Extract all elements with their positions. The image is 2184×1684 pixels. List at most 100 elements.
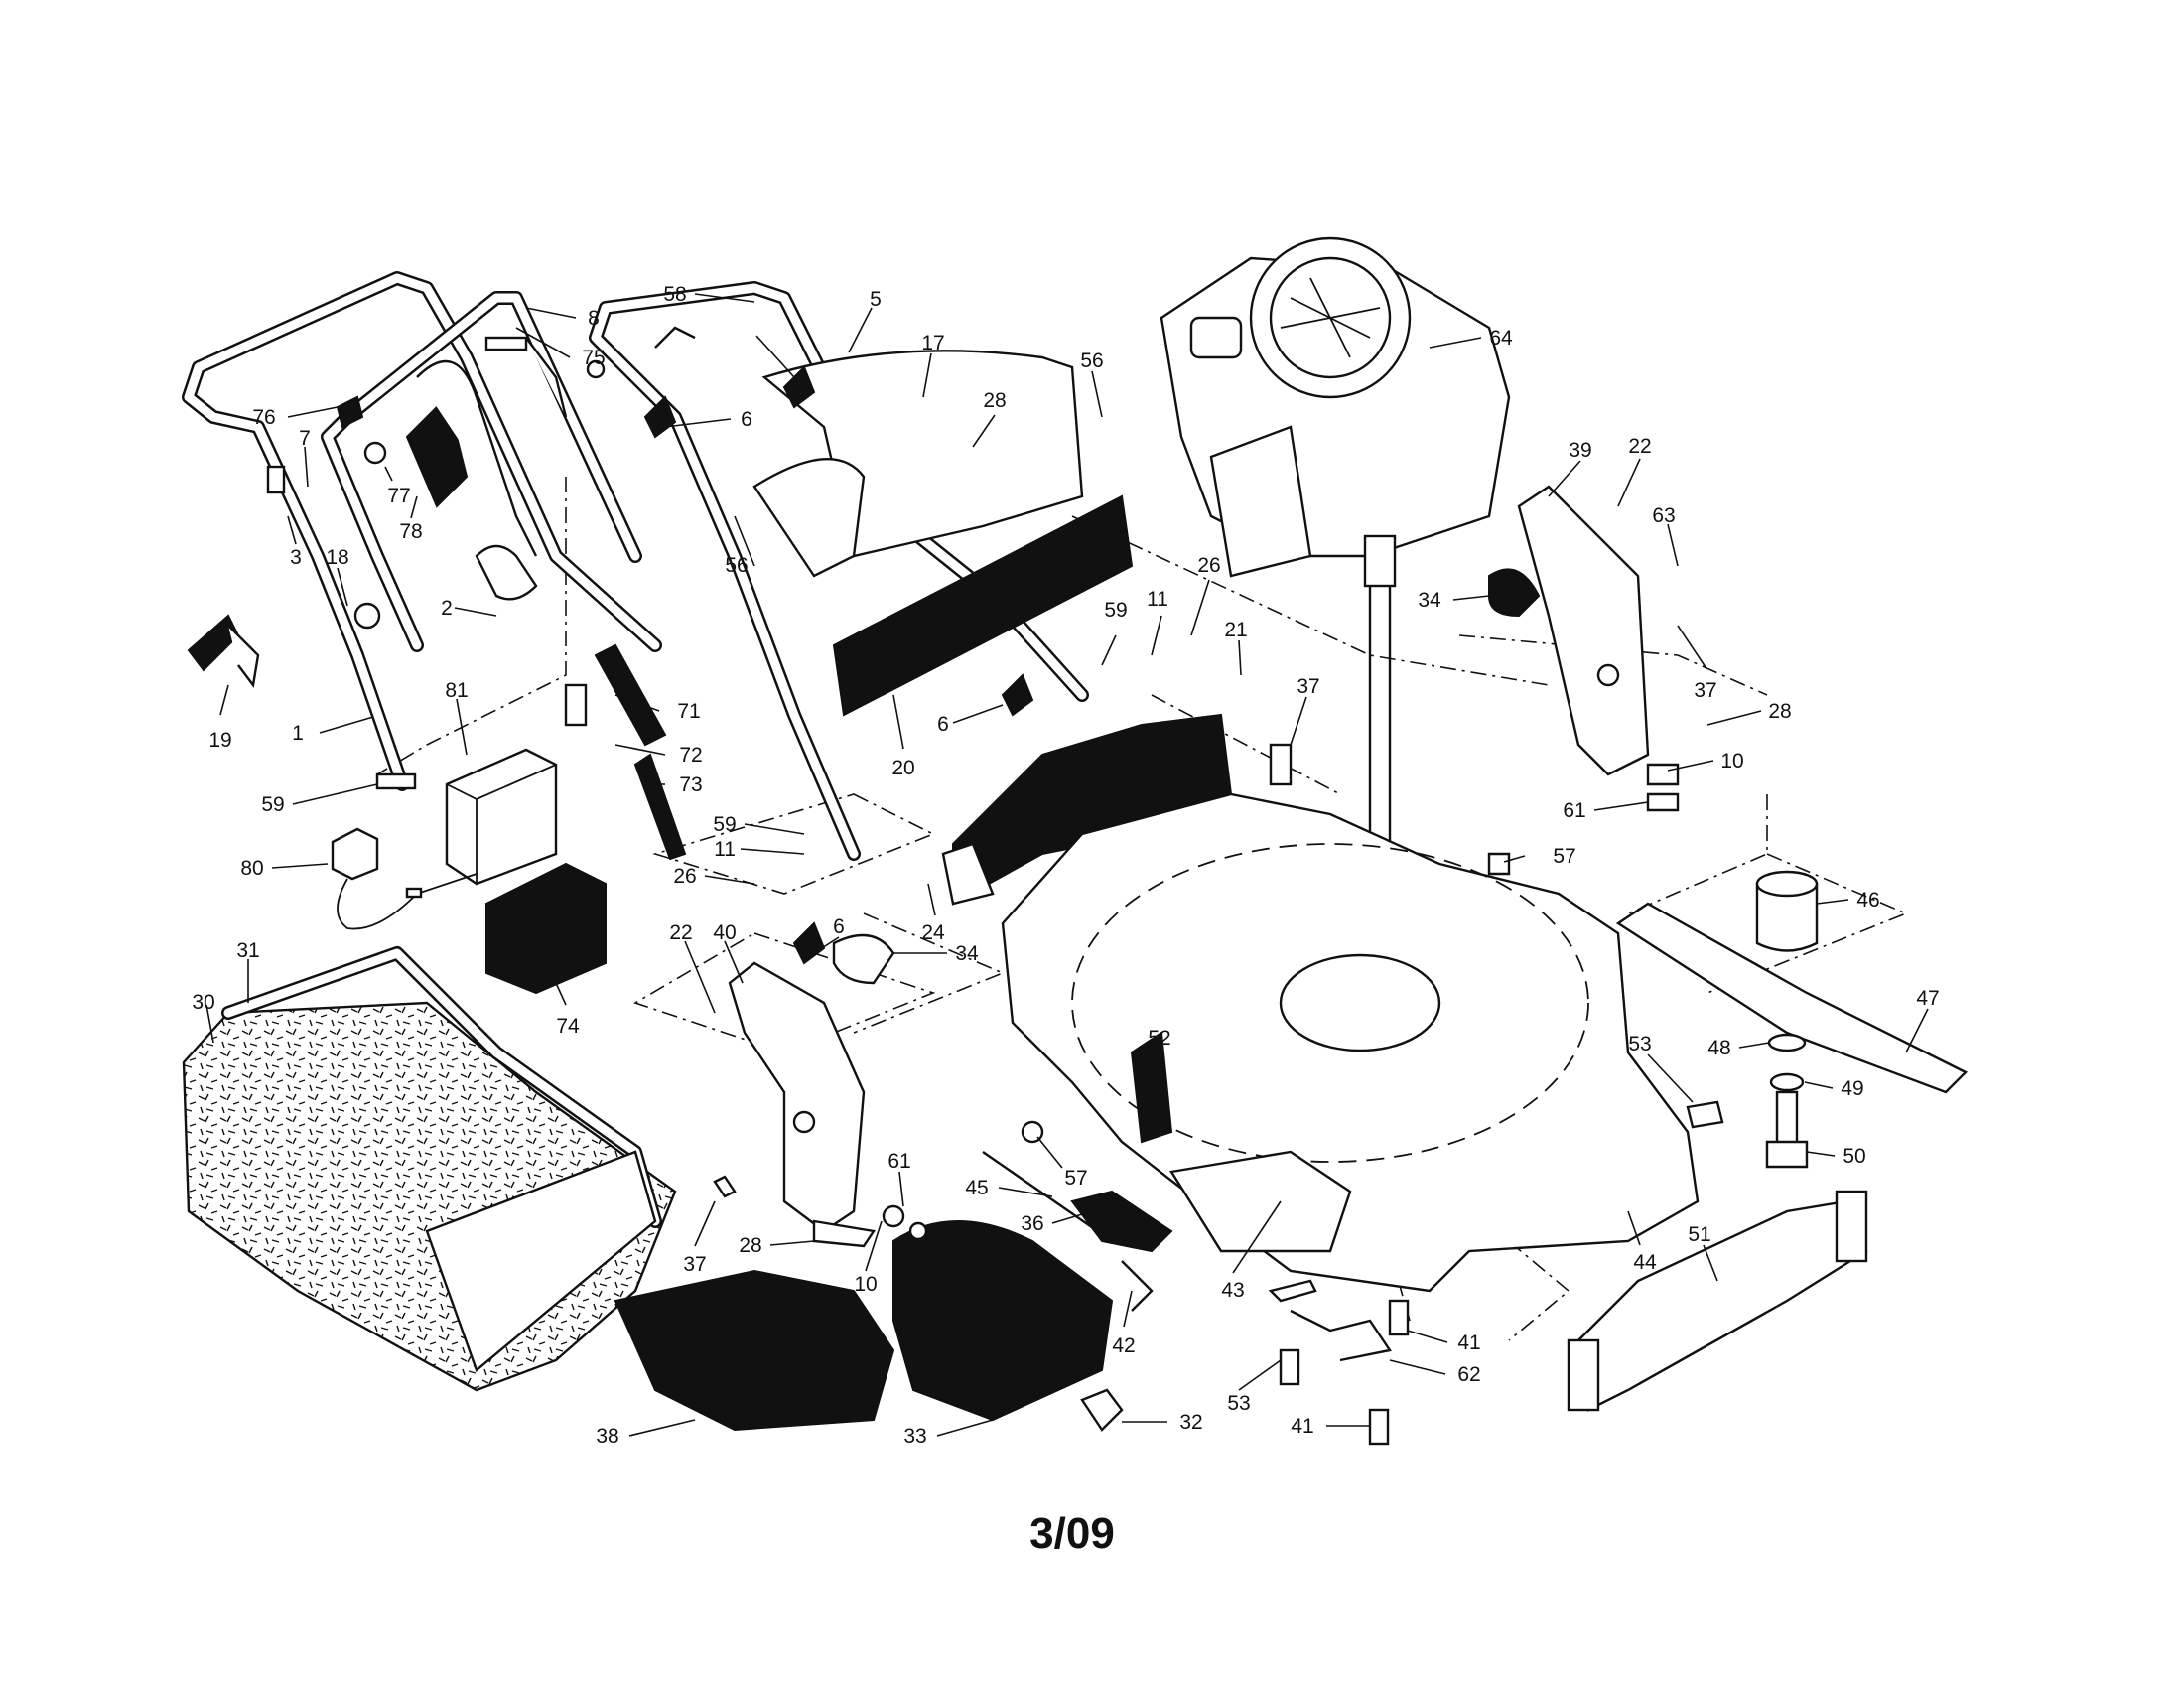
callout-59c: 59 <box>713 813 736 836</box>
callout-48: 48 <box>1707 1037 1730 1059</box>
callout-37a: 37 <box>1297 675 1319 698</box>
handle-hardware <box>187 326 696 790</box>
revision-date: 3/09 <box>1029 1509 1115 1558</box>
callout-59b: 59 <box>261 793 284 816</box>
callout-78: 78 <box>399 520 422 543</box>
engine <box>1160 236 1511 1023</box>
misc-hardware <box>643 365 1724 1446</box>
battery <box>485 862 607 995</box>
callout-31: 31 <box>236 939 259 962</box>
callout-19: 19 <box>208 729 231 752</box>
front-skirt <box>1567 1190 1868 1412</box>
callout-2: 2 <box>441 597 453 620</box>
callout-labels: 1 2 3 5 6 6 6 6 7 8 9 10 10 <box>192 283 1939 1448</box>
callout-64: 64 <box>1489 327 1513 350</box>
mower-deck <box>1001 792 1700 1293</box>
callout-33: 33 <box>903 1425 926 1448</box>
callout-20: 20 <box>891 757 914 779</box>
callout-22b: 22 <box>669 921 692 944</box>
wire-harness <box>564 643 687 861</box>
callout-53b: 53 <box>1227 1392 1250 1415</box>
callout-10b: 10 <box>854 1273 877 1296</box>
callout-28c: 28 <box>739 1234 761 1257</box>
battery-box <box>445 748 558 886</box>
callout-47: 47 <box>1916 987 1939 1010</box>
height-adjust-bracket-left <box>728 961 866 1233</box>
mulch-plug <box>892 1220 1124 1432</box>
rear-door <box>752 350 1084 578</box>
callout-21: 21 <box>1224 619 1247 641</box>
callout-81: 81 <box>445 679 468 702</box>
callout-6a: 6 <box>741 408 752 431</box>
callout-1: 1 <box>292 722 304 745</box>
deflector-shield <box>614 1269 895 1432</box>
callout-63: 63 <box>1652 504 1675 527</box>
callout-76: 76 <box>252 406 275 429</box>
callout-61b: 61 <box>887 1150 910 1173</box>
callout-74: 74 <box>556 1015 580 1038</box>
callout-36: 36 <box>1021 1212 1043 1235</box>
callout-57a: 57 <box>1553 845 1575 868</box>
upper-handle <box>182 271 662 791</box>
callout-17: 17 <box>921 332 944 354</box>
callout-26b: 26 <box>673 865 696 888</box>
callout-3: 3 <box>290 546 302 569</box>
callout-56a: 56 <box>1080 350 1103 372</box>
callout-28b: 28 <box>1768 700 1791 723</box>
callout-10a: 10 <box>1720 750 1743 772</box>
callout-32: 32 <box>1179 1411 1202 1434</box>
grass-catcher <box>182 946 677 1392</box>
callout-41b: 41 <box>1291 1415 1313 1438</box>
callout-72: 72 <box>679 744 702 767</box>
callout-26a: 26 <box>1197 554 1220 577</box>
callout-51: 51 <box>1688 1223 1710 1246</box>
callout-5: 5 <box>870 288 882 311</box>
side-discharge-cover <box>941 713 1233 906</box>
callout-34a: 34 <box>1418 589 1441 612</box>
callout-59a: 59 <box>1104 599 1127 622</box>
callout-46: 46 <box>1856 889 1879 912</box>
callout-8: 8 <box>588 307 600 330</box>
callout-61a: 61 <box>1563 799 1585 822</box>
callout-11b: 11 <box>714 838 736 861</box>
callout-62: 62 <box>1457 1363 1480 1386</box>
callout-22a: 22 <box>1628 435 1651 458</box>
height-adjust-bracket-right <box>1517 485 1650 776</box>
callout-41a: 41 <box>1457 1332 1480 1354</box>
callout-53a: 53 <box>1628 1033 1651 1055</box>
callout-6b: 6 <box>937 713 949 736</box>
charger <box>331 827 478 930</box>
callout-40: 40 <box>713 921 736 944</box>
callout-37b: 37 <box>1694 679 1716 702</box>
callout-75: 75 <box>582 347 605 369</box>
callout-50: 50 <box>1843 1145 1865 1168</box>
callout-80: 80 <box>240 857 263 880</box>
callout-38: 38 <box>596 1425 618 1448</box>
callout-56b: 56 <box>725 554 748 577</box>
callout-39: 39 <box>1569 439 1591 462</box>
callout-28a: 28 <box>983 389 1006 412</box>
callout-18: 18 <box>326 546 348 569</box>
callout-11a: 11 <box>1147 588 1168 611</box>
callout-57b: 57 <box>1064 1167 1087 1190</box>
callout-49: 49 <box>1841 1077 1863 1100</box>
callout-9: 9 <box>1213 760 1225 782</box>
rear-flap <box>832 494 1134 717</box>
blade-bolt <box>1765 1033 1809 1169</box>
blade <box>1615 902 1969 1094</box>
callout-43: 43 <box>1221 1279 1244 1302</box>
callout-58: 58 <box>663 283 686 306</box>
callout-42: 42 <box>1112 1334 1135 1357</box>
callout-71: 71 <box>677 700 700 723</box>
callout-30: 30 <box>192 991 214 1014</box>
callout-73: 73 <box>679 773 702 796</box>
callout-37c: 37 <box>683 1253 706 1276</box>
callout-7: 7 <box>299 427 311 450</box>
callout-77: 77 <box>387 485 410 507</box>
callout-6c: 6 <box>833 915 845 938</box>
callout-52: 52 <box>1148 1027 1170 1050</box>
callout-45: 45 <box>965 1177 988 1199</box>
callout-34b: 34 <box>955 942 979 965</box>
callout-24: 24 <box>921 921 945 944</box>
